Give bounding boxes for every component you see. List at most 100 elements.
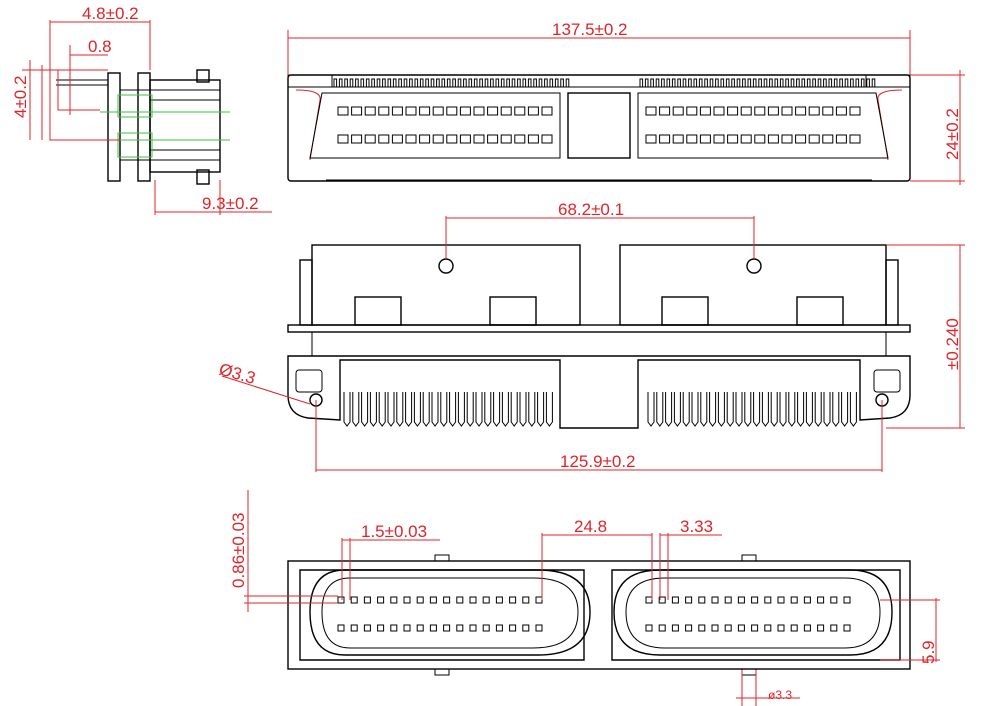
- front-fin: [841, 392, 849, 427]
- dim-side-height: 4±0.2: [11, 76, 30, 118]
- front-fin: [735, 392, 743, 427]
- top-contact: [781, 106, 793, 116]
- top-contact: [713, 106, 725, 116]
- top-tooth: [430, 78, 435, 88]
- side-view: 4.8±0.2 0.8 4±0.2 9.3±0.2: [11, 4, 272, 215]
- top-contact: [767, 106, 779, 116]
- top-contact: [740, 134, 752, 144]
- top-tooth: [511, 78, 516, 88]
- top-tooth: [382, 78, 386, 88]
- front-fin: [744, 392, 752, 427]
- top-contact: [781, 134, 793, 144]
- top-contact: [514, 106, 526, 116]
- bottom-contact: [482, 624, 490, 632]
- top-contact: [487, 106, 499, 116]
- top-tooth: [533, 78, 537, 88]
- top-tooth: [747, 78, 752, 88]
- top-contact: [459, 106, 471, 116]
- top-contact: [659, 134, 671, 144]
- dim-bottom-row: 5.9: [919, 640, 938, 664]
- bottom-contact: [790, 596, 798, 604]
- top-tooth: [414, 78, 419, 88]
- top-tooth: [644, 78, 649, 88]
- top-tooth: [720, 78, 725, 88]
- top-tooth: [446, 78, 451, 88]
- bottom-contact: [495, 624, 503, 632]
- front-fin: [519, 392, 527, 427]
- bottom-contact: [764, 624, 772, 632]
- top-contact: [432, 106, 444, 116]
- top-view: 137.5±0.2 24±0.2: [287, 20, 965, 185]
- top-contact: [541, 134, 553, 144]
- front-fin: [343, 392, 351, 427]
- bottom-contact: [443, 596, 451, 604]
- top-tooth: [725, 78, 730, 88]
- top-tooth: [365, 78, 370, 88]
- front-fin: [717, 392, 725, 427]
- top-tooth: [666, 78, 671, 88]
- bottom-contact: [671, 624, 679, 632]
- top-tooth: [338, 78, 343, 88]
- top-tooth: [506, 78, 510, 88]
- top-tooth: [468, 78, 473, 88]
- top-contact: [378, 134, 390, 144]
- front-fin: [823, 392, 831, 427]
- top-tooth: [709, 78, 714, 88]
- front-fin: [665, 392, 673, 427]
- front-fin: [361, 392, 369, 427]
- front-fin: [422, 392, 430, 427]
- bottom-contact: [522, 596, 530, 604]
- top-tooth: [860, 78, 865, 88]
- top-tooth: [823, 78, 827, 88]
- top-tooth: [371, 78, 375, 88]
- top-contact: [767, 134, 779, 144]
- bottom-contact: [645, 596, 653, 604]
- top-contact: [391, 134, 403, 144]
- bottom-contact: [830, 596, 838, 604]
- top-tooth: [833, 78, 838, 88]
- bottom-contacts-left-row2: [337, 624, 543, 632]
- top-tooth: [817, 78, 822, 88]
- bottom-contact: [764, 596, 772, 604]
- bottom-contact: [429, 596, 437, 604]
- top-contact: [419, 134, 431, 144]
- front-fin: [493, 392, 501, 427]
- top-contact: [808, 106, 820, 116]
- top-contact: [500, 106, 512, 116]
- top-contacts-left-row2: [337, 134, 553, 144]
- dim-bottom-pitch: 3.33: [680, 517, 713, 536]
- top-contact: [713, 134, 725, 144]
- bottom-contact: [377, 596, 385, 604]
- top-contact: [754, 106, 766, 116]
- front-fin: [761, 392, 769, 427]
- top-contact: [795, 106, 807, 116]
- bottom-contact: [843, 596, 851, 604]
- bottom-contact: [658, 596, 666, 604]
- bottom-contact: [711, 624, 719, 632]
- top-tooth: [544, 78, 548, 88]
- top-tooth: [419, 78, 424, 88]
- top-contact: [514, 134, 526, 144]
- top-tooth: [495, 78, 500, 88]
- front-fins-right: [647, 392, 857, 427]
- bottom-contact: [830, 624, 838, 632]
- top-tooth: [693, 78, 698, 88]
- bottom-contacts-right-row2: [645, 624, 851, 632]
- bottom-contact: [403, 624, 411, 632]
- top-tooth: [779, 78, 784, 88]
- top-contact: [672, 106, 684, 116]
- bottom-contact: [469, 624, 477, 632]
- top-tooth: [736, 78, 741, 88]
- top-tooth: [871, 78, 876, 88]
- front-view: 68.2±0.1 ±0.240 Ø3.3 125.9±0.2: [217, 200, 965, 472]
- top-tooth: [409, 78, 413, 88]
- top-contact: [527, 106, 539, 116]
- top-tooth: [790, 78, 795, 88]
- front-fin: [753, 392, 761, 427]
- bottom-contact: [390, 624, 398, 632]
- top-tooth: [484, 78, 489, 88]
- front-fin: [788, 392, 796, 427]
- bottom-contact: [482, 596, 490, 604]
- front-fin: [413, 392, 421, 427]
- front-fin: [484, 392, 492, 427]
